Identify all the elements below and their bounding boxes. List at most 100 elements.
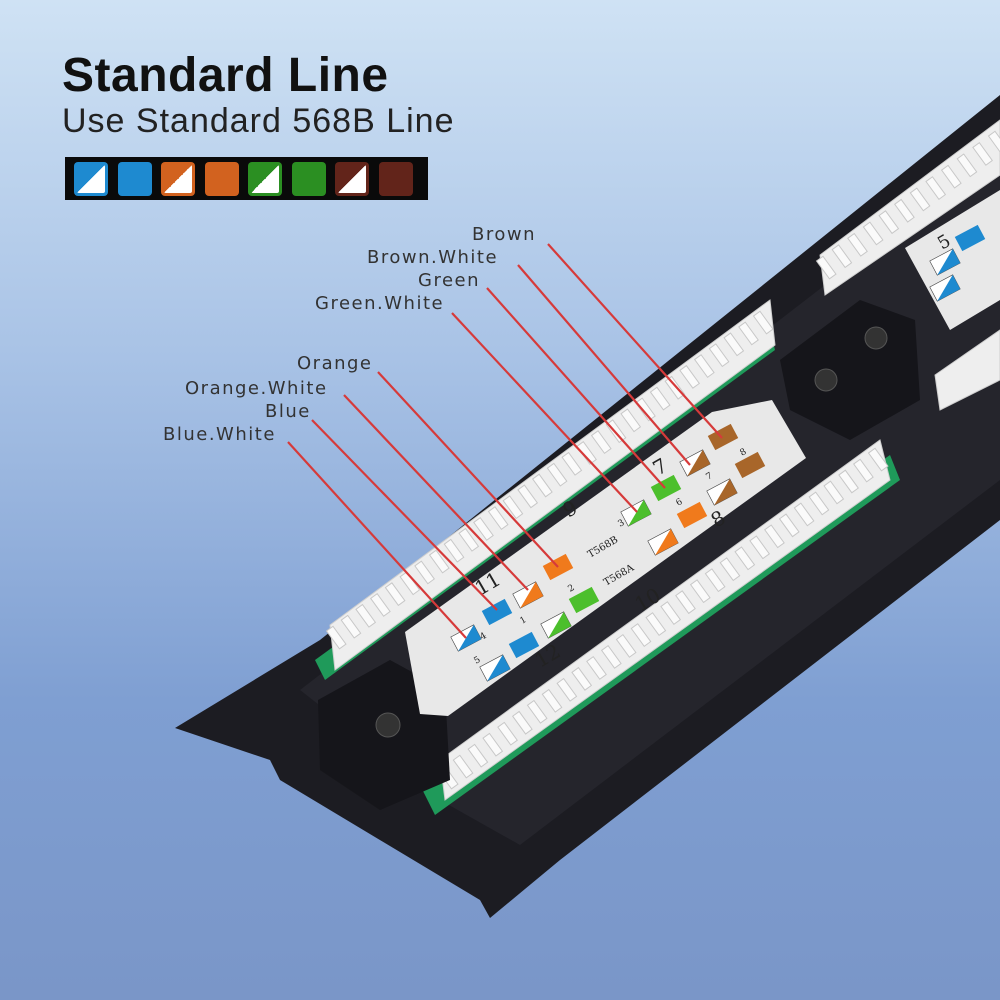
punchdown-tooth bbox=[355, 603, 377, 628]
punchdown-tooth bbox=[458, 527, 480, 552]
punchdown-tooth bbox=[571, 666, 593, 691]
screw-icon bbox=[864, 326, 888, 350]
swatch-blue-white bbox=[74, 161, 108, 196]
punchdown-tooth bbox=[853, 458, 874, 483]
punchdown-tooth bbox=[443, 538, 465, 563]
punchdown-tooth bbox=[556, 677, 578, 702]
punchdown-tooth bbox=[723, 332, 745, 357]
punchdown-tooth bbox=[517, 484, 539, 509]
callout-label: Orange.White bbox=[185, 378, 328, 399]
pin-color-blue-white bbox=[929, 248, 961, 276]
punchdown-tooth bbox=[734, 546, 756, 571]
pin-number: 7 bbox=[705, 471, 715, 483]
punchdown-tooth bbox=[940, 164, 962, 189]
pin-number: 3 bbox=[617, 518, 627, 530]
pin-color-green bbox=[568, 586, 600, 614]
punchdown-tooth bbox=[635, 397, 656, 422]
punchdown-tooth bbox=[526, 699, 548, 724]
screw-icon bbox=[814, 368, 838, 392]
punchdown-tooth bbox=[925, 176, 947, 200]
callout-brown: Brown bbox=[472, 224, 723, 439]
callout-label: Green.White bbox=[315, 293, 444, 314]
swatch-brown-white bbox=[335, 161, 369, 196]
punchdown-tooth bbox=[704, 568, 726, 593]
pin-number: 5 bbox=[473, 655, 483, 667]
punchdown-tooth bbox=[546, 462, 568, 487]
punchdown-tooth bbox=[384, 582, 406, 607]
pin-color-orange bbox=[676, 501, 708, 529]
pin-color-orange-white bbox=[647, 528, 679, 556]
punchdown-tooth bbox=[823, 480, 845, 505]
swatch-blue bbox=[118, 161, 152, 196]
punchdown-tooth bbox=[831, 244, 853, 269]
callout-label: Orange bbox=[297, 353, 373, 374]
callout-line bbox=[311, 419, 498, 611]
callout-label: Blue bbox=[265, 401, 311, 422]
callout-orange: Orange bbox=[297, 353, 559, 568]
punchdown-tooth bbox=[561, 451, 583, 476]
swatch-green-white bbox=[248, 161, 282, 196]
punchdown-tooth bbox=[645, 612, 667, 637]
punchdown-tooth bbox=[894, 198, 915, 223]
swatch-brown bbox=[379, 161, 413, 196]
punchdown-tooth bbox=[862, 221, 884, 246]
punchdown-tooth bbox=[620, 408, 642, 433]
pin-color-blue-white bbox=[479, 654, 511, 682]
punchdown-tooth bbox=[752, 310, 774, 335]
swatch-orange-white bbox=[161, 161, 195, 196]
punchdown-tooth bbox=[590, 430, 612, 455]
punchdown-tooth bbox=[482, 732, 504, 757]
pin-number: 2 bbox=[567, 583, 577, 595]
punchdown-tooth bbox=[340, 614, 362, 639]
punchdown-tooth bbox=[467, 743, 489, 768]
punchdown-tooth bbox=[749, 535, 771, 560]
punchdown-tooth bbox=[719, 557, 741, 582]
punchdown-tooth bbox=[764, 524, 785, 549]
pin-color-blue bbox=[954, 224, 986, 252]
callout-line bbox=[486, 287, 666, 489]
pin-color-brown-white bbox=[679, 449, 711, 477]
punchdown-tooth bbox=[838, 469, 859, 494]
punchdown-tooth bbox=[541, 688, 563, 713]
pin-color-blue bbox=[508, 631, 540, 659]
punchdown-tooth bbox=[414, 560, 435, 585]
punchdown-tooth bbox=[815, 255, 837, 280]
punchdown-tooth bbox=[738, 321, 759, 346]
punchdown-tooth bbox=[600, 645, 622, 669]
punchdown-row-lower bbox=[439, 439, 891, 801]
pin-number: 6 bbox=[675, 497, 685, 509]
punchdown-tooth bbox=[502, 495, 524, 520]
pin-color-green-white bbox=[540, 611, 572, 639]
punchdown-tooth bbox=[511, 710, 533, 735]
callout-label: Blue.White bbox=[163, 424, 276, 445]
punchdown-tooth bbox=[473, 517, 494, 541]
punchdown-tooth bbox=[909, 187, 931, 212]
wiring-label-plate bbox=[405, 400, 806, 716]
pin-color-blue bbox=[481, 598, 513, 626]
punchdown-tooth bbox=[987, 130, 1000, 155]
punchdown-tooth bbox=[878, 210, 900, 235]
callout-line bbox=[451, 312, 638, 513]
pin-color-blue-white bbox=[929, 274, 961, 302]
punchdown-tooth bbox=[867, 447, 889, 472]
punchdown-tooth bbox=[615, 634, 637, 658]
punchdown-tooth bbox=[531, 473, 553, 498]
punchdown-tooth bbox=[679, 364, 701, 389]
pin-number: 1 bbox=[519, 615, 529, 627]
callout-line bbox=[343, 394, 529, 591]
punchdown-tooth bbox=[370, 593, 391, 617]
punchdown-tooth bbox=[778, 513, 800, 538]
screw-icon bbox=[375, 712, 401, 738]
callout-line bbox=[517, 264, 691, 466]
punchdown-tooth bbox=[847, 232, 868, 257]
callout-green: Green bbox=[418, 270, 666, 489]
swatch-orange bbox=[205, 161, 239, 196]
punchdown-tooth bbox=[630, 623, 652, 647]
callout-blue-white: Blue.White bbox=[163, 424, 467, 639]
pin-color-orange-white bbox=[512, 581, 544, 609]
punchdown-tooth bbox=[972, 141, 994, 166]
pin-number: 8 bbox=[739, 447, 749, 459]
pin-color-brown-white bbox=[706, 478, 738, 506]
callout-blue: Blue bbox=[265, 401, 498, 611]
